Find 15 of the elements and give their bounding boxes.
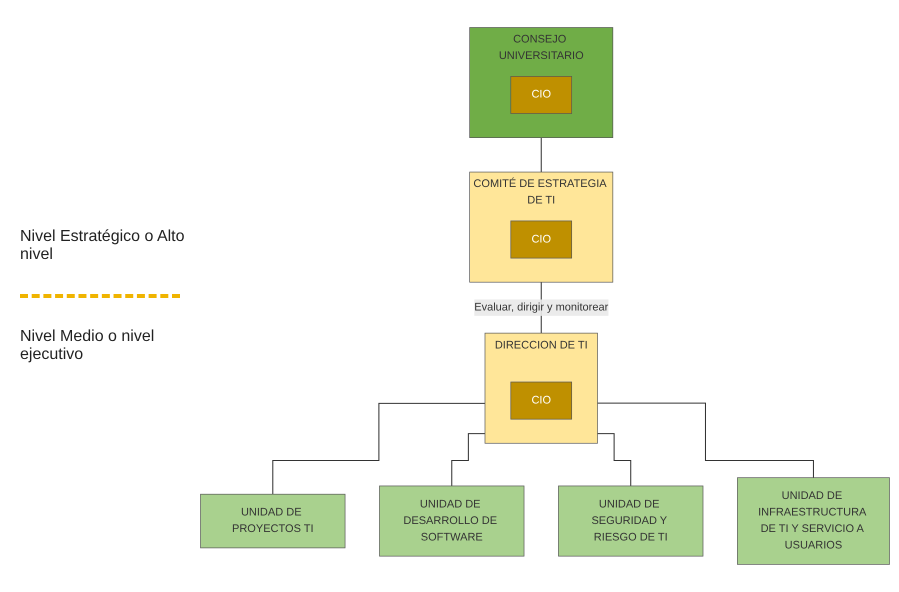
level-label: Nivel Medio o nivel ejecutivo (20, 328, 156, 364)
node-box: CIO (510, 76, 572, 114)
connector (597, 433, 631, 486)
node-box: CIO (510, 382, 572, 420)
node-box: CIO (510, 220, 572, 258)
node-box: UNIDAD DE DESARROLLO DE SOFTWARE (378, 486, 524, 557)
node-box: UNIDAD DE PROYECTOS TI (200, 494, 345, 548)
level-label: Nivel Estratégico o Alto nivel (20, 228, 186, 264)
edge-label: Evaluar, dirigir y monitorear (474, 302, 608, 314)
node-box: UNIDAD DE SEGURIDAD Y RIESGO DE TI (558, 486, 703, 557)
connector (272, 402, 484, 495)
connector (597, 402, 814, 478)
node-box: UNIDAD DE INFRAESTRUCTURA DE TI Y SERVICIO A USUARIOS (736, 477, 890, 565)
connector (540, 137, 542, 173)
connector (450, 433, 484, 486)
